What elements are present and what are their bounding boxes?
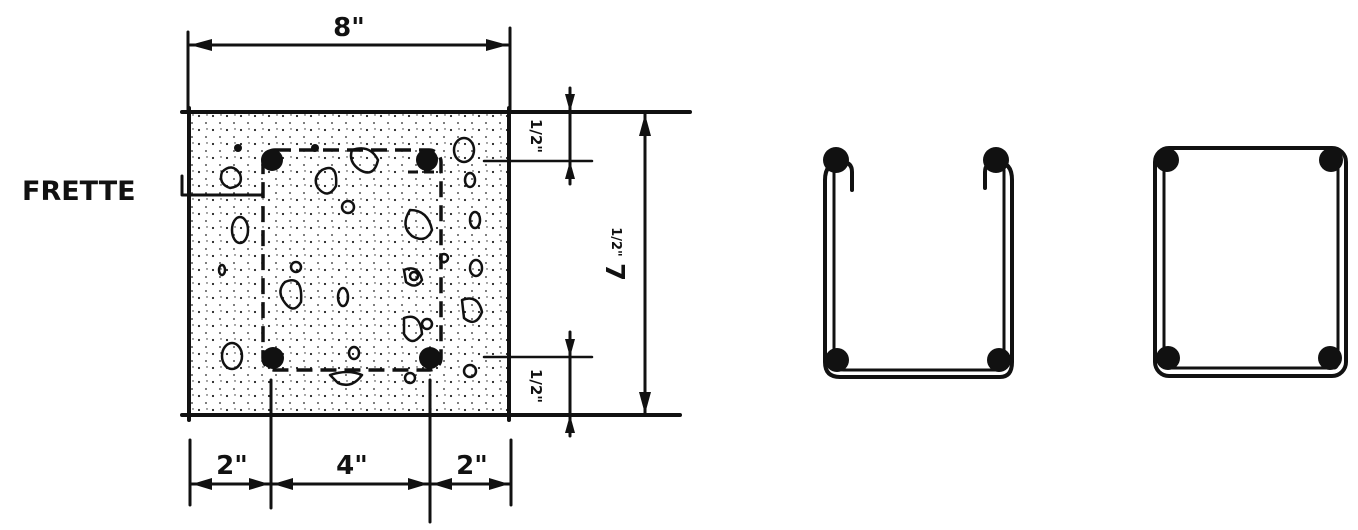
u-stirrup-diagram (823, 147, 1014, 379)
concrete-section (180, 106, 692, 422)
dimension-bottom-right: 2" (456, 451, 488, 481)
dimension-cover-bottom: 1/2" (527, 369, 545, 403)
rebar-top-right (416, 149, 438, 171)
closed-rebar-bottom-left (1156, 346, 1180, 370)
rebar-small-left (234, 144, 242, 152)
dimension-top: 8" (186, 13, 512, 114)
u-rebar-bottom-right (987, 348, 1011, 372)
u-rebar-bottom-left (825, 348, 849, 372)
u-rebar-top-left (823, 147, 849, 173)
rebar-bottom-left (262, 347, 284, 369)
frette-leader (180, 174, 264, 197)
u-stirrup-shape (823, 160, 1014, 379)
closed-rebar-top-left (1155, 148, 1179, 172)
rebar-small-top (311, 144, 319, 152)
u-rebar-top-right (983, 147, 1009, 173)
closed-stirrup-shape (1153, 146, 1348, 378)
frette-label: FRETTE (22, 176, 136, 207)
dimension-width-label: 8" (333, 13, 365, 43)
rebar-top-left (261, 149, 283, 171)
closed-stirrup-diagram (1153, 146, 1348, 378)
dimension-height-fraction: 1/2" (608, 227, 623, 257)
dimension-bottom-left: 2" (216, 451, 248, 481)
aggregate-stones (217, 136, 484, 386)
dimension-right: 7 1/2" 1/2" 1/2" (482, 86, 651, 438)
dimension-bottom-middle: 4" (336, 451, 368, 481)
dimension-cover-top: 1/2" (527, 119, 545, 153)
closed-rebar-bottom-right (1318, 346, 1342, 370)
stirrup-dashed (261, 148, 443, 372)
concrete-fill (189, 113, 508, 415)
dimension-height-whole: 7 (599, 263, 629, 281)
rebar-bottom-right (419, 347, 441, 369)
dimension-bottom: 2" 4" 2" (188, 378, 513, 524)
closed-rebar-top-right (1319, 148, 1343, 172)
